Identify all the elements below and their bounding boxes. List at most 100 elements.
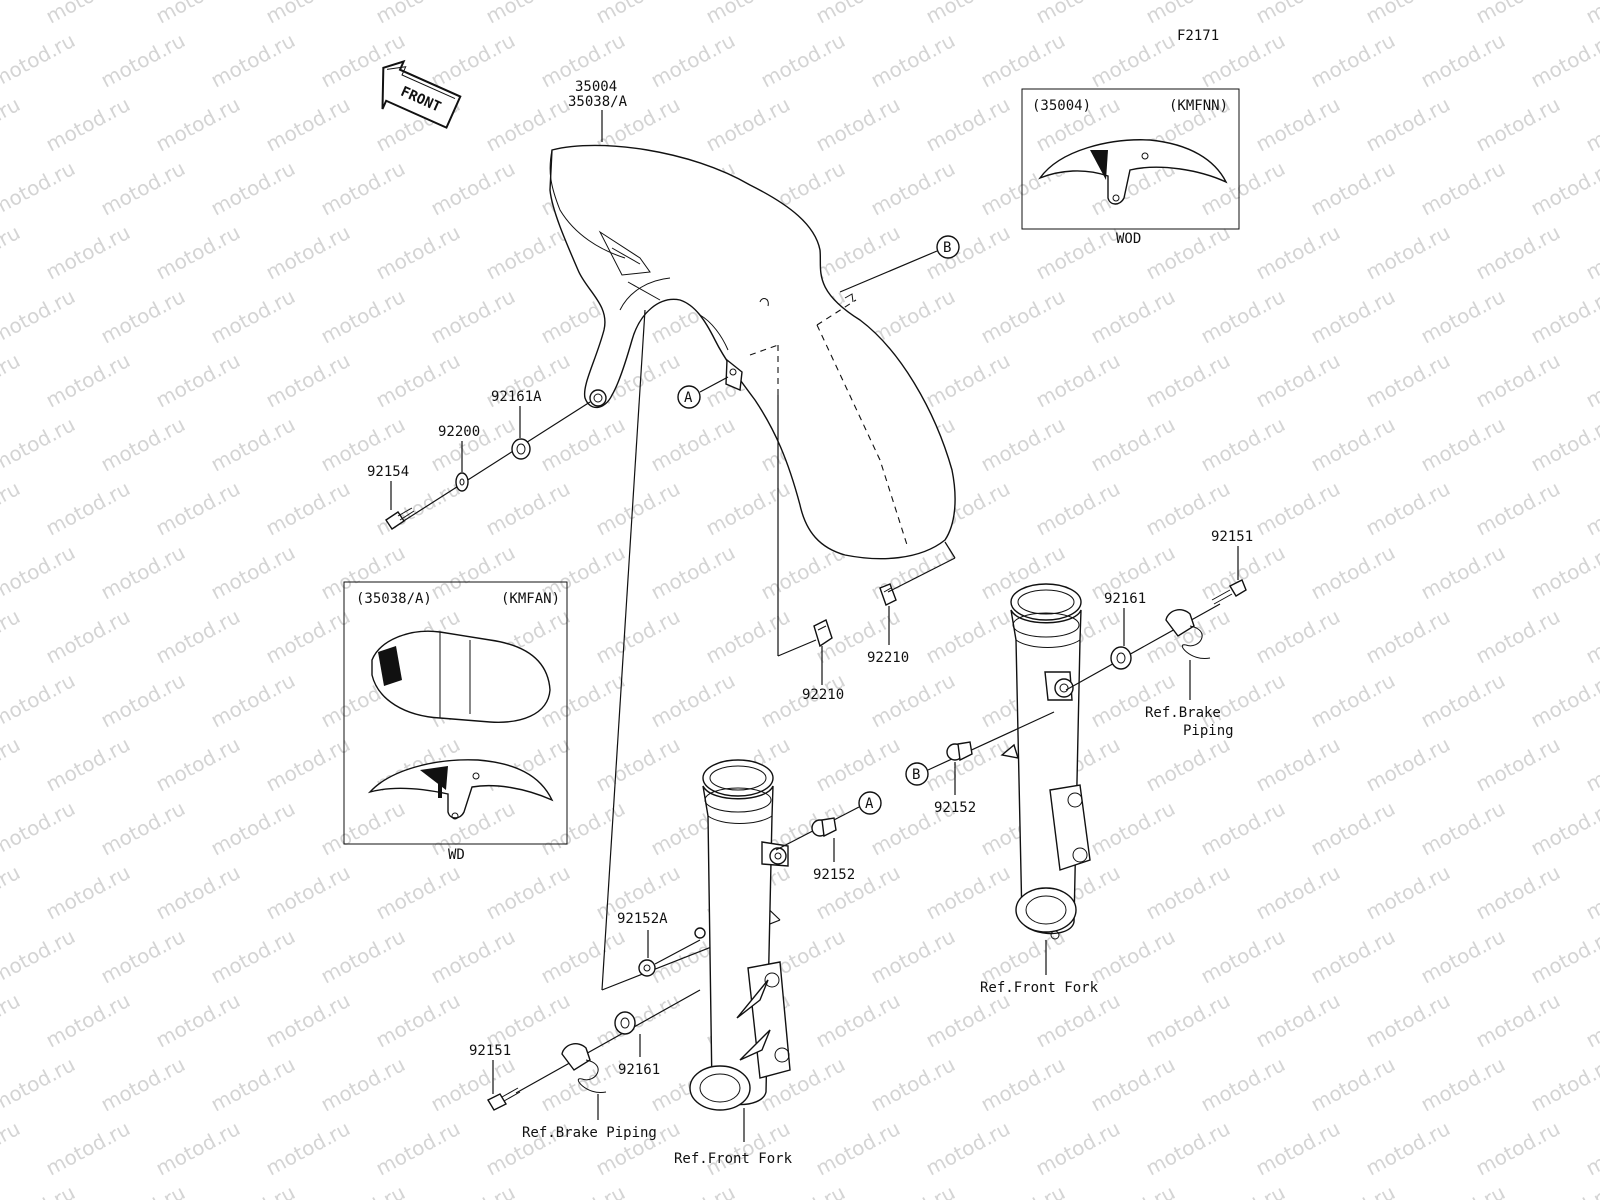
clip-92210-left[interactable] [813, 619, 833, 648]
bolt-92152-right[interactable] [946, 741, 973, 762]
ref-front-fork-left[interactable]: Ref.Front Fork [674, 1151, 793, 1167]
marker-a-fork-label: A [865, 796, 874, 812]
watermark-text: motod.ru [152, 860, 244, 924]
watermark-text: motod.ru [262, 1116, 354, 1180]
watermark-text: motod.ru [97, 540, 189, 604]
washer-92200[interactable] [455, 472, 469, 492]
callout-92151-left[interactable]: 92151 [469, 1043, 511, 1059]
watermark-text: motod.ru [262, 604, 354, 668]
watermark-text: motod.ru [1087, 1052, 1179, 1116]
watermark-text: motod.ru [1032, 220, 1124, 284]
watermark-text: motod.ru [977, 412, 1069, 476]
callout-92151-right[interactable]: 92151 [1211, 529, 1253, 545]
front-fender[interactable] [549, 144, 956, 560]
watermark-text: motod.ru [152, 476, 244, 540]
ref-brake-piping-left[interactable]: Ref.Brake Piping [522, 1125, 657, 1141]
watermark-text: motod.ru [1307, 668, 1399, 732]
bolt-92151-right[interactable] [1211, 579, 1247, 605]
brake-pipe-clamp-left[interactable] [561, 1043, 607, 1093]
callout-35038a[interactable]: 35038/A [568, 94, 628, 110]
marker-b-top[interactable] [936, 235, 960, 259]
watermark-text: motod.ru [867, 668, 959, 732]
watermark-text: motod.ru [647, 28, 739, 92]
spacer-92161-right[interactable] [1110, 646, 1132, 670]
spacer-92161-left[interactable] [614, 1011, 636, 1035]
callout-92210-right[interactable]: 92210 [867, 650, 909, 666]
watermark-text: motod.ru [0, 348, 24, 412]
watermark-text: motod.ru [922, 1116, 1014, 1180]
watermark-text: motod.ru [1252, 1116, 1344, 1180]
watermark-text: motod.ru [0, 988, 24, 1052]
front-arrow-icon: FRONT [381, 59, 462, 129]
watermark-text: motod.ru [0, 668, 79, 732]
watermark-text: motod.ru [1087, 284, 1179, 348]
watermark-text: motod.ru [702, 1116, 794, 1180]
watermark-text: motod.ru [1527, 540, 1600, 604]
callout-92161-left[interactable]: 92161 [618, 1062, 660, 1078]
callout-35004[interactable]: 35004 [575, 79, 617, 95]
ref-brake-piping-right-2[interactable]: Piping [1183, 723, 1234, 739]
ref-front-fork-right[interactable]: Ref.Front Fork [980, 980, 1099, 996]
watermark-text: motod.ru [592, 604, 684, 668]
watermark-text: motod.ru [922, 860, 1014, 924]
watermark-text: motod.ru [372, 476, 464, 540]
watermark-text: motod.ru [537, 668, 629, 732]
bolt-92152a[interactable] [638, 959, 656, 977]
marker-a-fork[interactable] [858, 791, 882, 815]
watermark-text: motod.ru [1527, 412, 1600, 476]
callout-92154[interactable]: 92154 [367, 464, 409, 480]
watermark-text: motod.ru [1087, 796, 1179, 860]
callout-92161a[interactable]: 92161A [491, 389, 542, 405]
watermark-text: motod.ru [1362, 476, 1454, 540]
marker-b-fork[interactable] [905, 762, 929, 786]
marker-a-top[interactable] [677, 385, 701, 409]
callout-92152a[interactable]: 92152A [617, 911, 668, 927]
watermark-text: motod.ru [867, 156, 959, 220]
watermark-text: motod.ru [1362, 0, 1454, 28]
bolt-92154[interactable] [385, 507, 415, 530]
watermark-text: motod.ru [1527, 796, 1600, 860]
watermark-text: motod.ru [812, 732, 904, 796]
callout-92210-left[interactable]: 92210 [802, 687, 844, 703]
ref-brake-piping-right-1[interactable]: Ref.Brake [1145, 705, 1221, 721]
callout-92152-right[interactable]: 92152 [934, 800, 976, 816]
bolt-92152-left[interactable] [811, 817, 837, 838]
bolt-92151-left[interactable] [487, 1087, 521, 1111]
callout-92161-right[interactable]: 92161 [1104, 591, 1146, 607]
watermark-text: motod.ru [1087, 668, 1179, 732]
watermark-text: motod.ru [1472, 0, 1564, 28]
brake-pipe-clamp-right[interactable] [1165, 609, 1211, 659]
watermark-text: motod.ru [1362, 220, 1454, 284]
watermark-text: motod.ru [262, 92, 354, 156]
watermark-text: motod.ru [372, 348, 464, 412]
watermark-text: motod.ru [427, 796, 519, 860]
watermark-text: motod.ru [1307, 156, 1399, 220]
watermark-text: motod.ru [1472, 1116, 1564, 1180]
watermark-text: motod.ru [427, 412, 519, 476]
watermark-text: motod.ru [262, 732, 354, 796]
callout-92152-left[interactable]: 92152 [813, 867, 855, 883]
watermark-text: motod.ru [1417, 924, 1509, 988]
watermark-text: motod.ru [1197, 412, 1289, 476]
watermark-text: motod.ru [702, 0, 794, 28]
watermark-text: motod.ru [317, 796, 409, 860]
grommet-92161a[interactable] [511, 438, 531, 460]
watermark-text: motod.ru [977, 1052, 1069, 1116]
front-fork-left[interactable] [689, 759, 791, 1111]
watermark-text: motod.ru [1362, 732, 1454, 796]
watermark-text: motod.ru [647, 668, 739, 732]
watermark-text: motod.ru [1472, 988, 1564, 1052]
watermark-text: motod.ru [262, 476, 354, 540]
watermark-text: motod.ru [537, 412, 629, 476]
watermark-text: motod.ru [1362, 1116, 1454, 1180]
watermark-text: motod.ru [152, 0, 244, 28]
watermark-text: motod.ru [97, 1052, 189, 1116]
watermark-text: motod.ru [482, 220, 574, 284]
watermark-text: motod.ru [1252, 220, 1344, 284]
callout-92200[interactable]: 92200 [438, 424, 480, 440]
front-fork-right[interactable] [1000, 583, 1091, 940]
watermark-text: motod.ru [97, 668, 189, 732]
watermark-text: motod.ru [922, 348, 1014, 412]
watermark-text: motod.ru [1472, 476, 1564, 540]
clip-92210-right[interactable] [879, 583, 897, 606]
